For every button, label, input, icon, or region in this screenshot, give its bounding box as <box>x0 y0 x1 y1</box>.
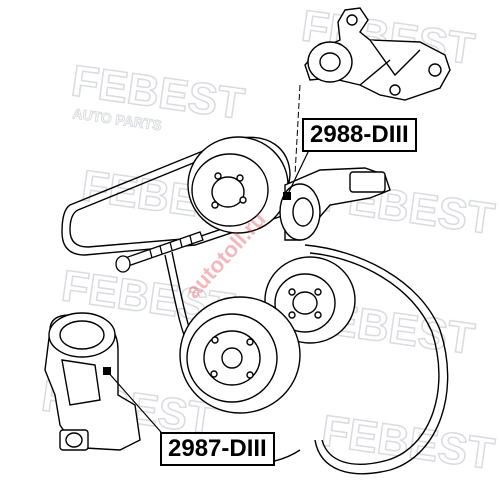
part-label-belt-tensioner: 2987-DIII <box>160 432 275 466</box>
assembly-axis <box>294 84 301 176</box>
watermark-brand: FEBEST <box>319 406 498 479</box>
bolt <box>115 231 204 273</box>
crankshaft-pulley <box>179 296 301 414</box>
mount-bracket <box>304 7 451 101</box>
leader-line-top <box>286 147 311 197</box>
upper-pulley <box>187 136 289 234</box>
part-label-tensioner-pulley: 2988-DIII <box>302 118 417 152</box>
leader-line-bottom <box>106 370 169 441</box>
belt-tensioner <box>44 312 141 451</box>
tensioner-pulley <box>279 167 391 241</box>
